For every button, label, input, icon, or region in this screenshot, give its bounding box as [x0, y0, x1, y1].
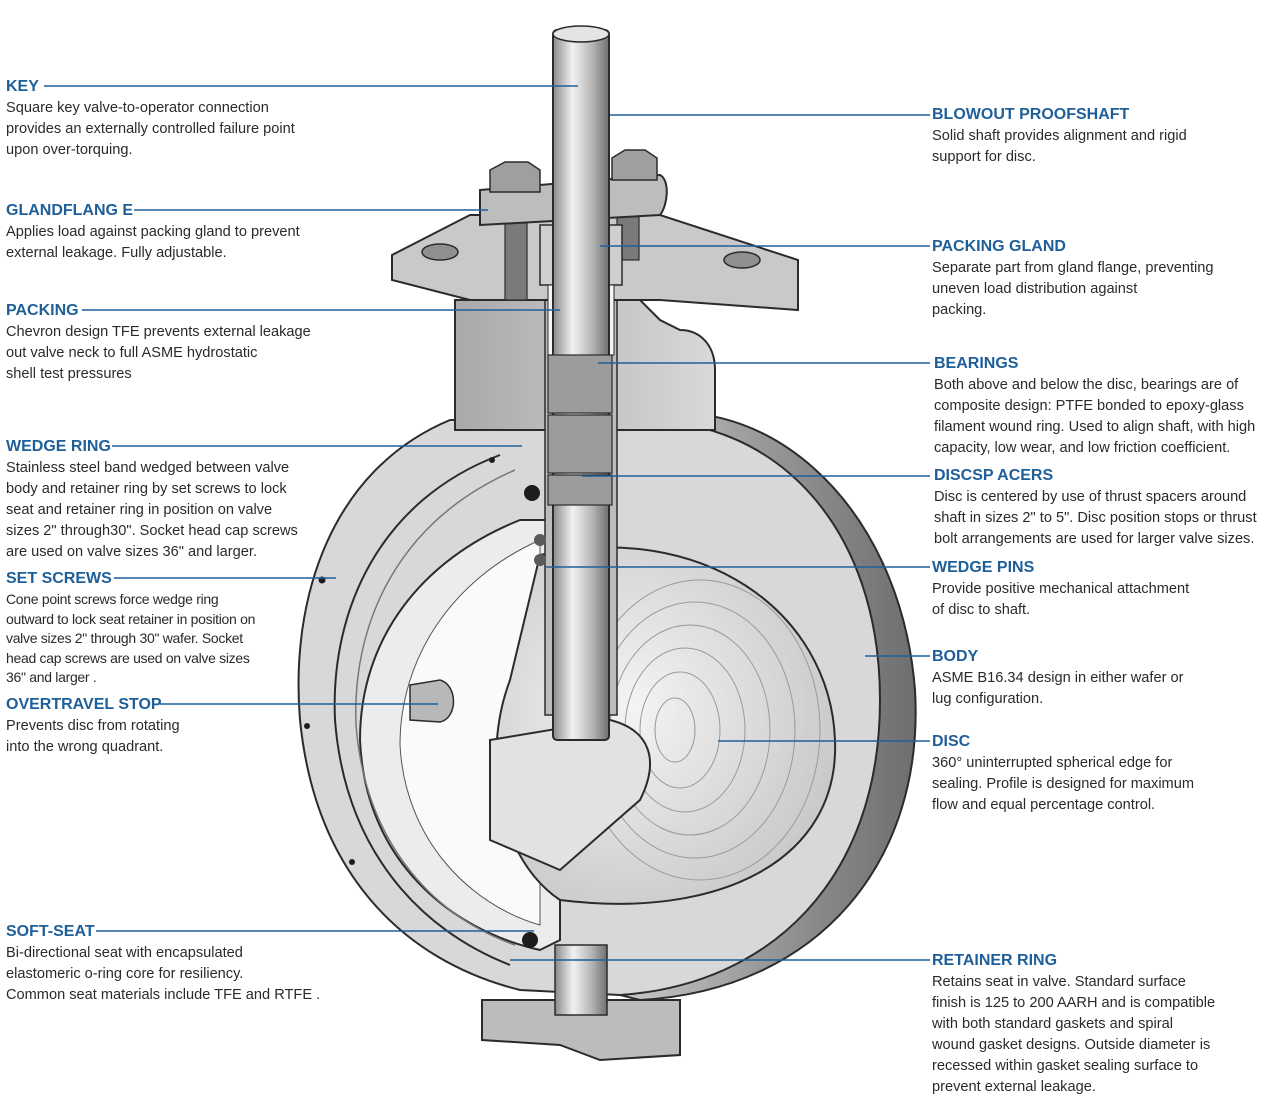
callout-title: WEDGE PINS: [932, 559, 1035, 576]
body-bolt-dot-2: [304, 723, 310, 729]
callout-title: PACKING GLAND: [932, 238, 1066, 255]
callout-title: RETAINER RING: [932, 952, 1058, 969]
retainer-edge: [333, 454, 511, 966]
callout-bearings: BEARINGS Both above and below the disc, …: [934, 355, 1255, 459]
wedge-pin-2: [534, 554, 546, 566]
callout-description: Stainless steel band wedged between valv…: [6, 460, 298, 560]
callout-title: OVERTRAVEL STOP: [6, 696, 162, 713]
callout-description: ASME B16.34 design in either wafer or lu…: [932, 670, 1184, 707]
callout-description: Provide positive mechanical attachment o…: [932, 581, 1190, 618]
callout-title: PACKING: [6, 302, 79, 319]
callout-title: BEARINGS: [934, 355, 1019, 372]
callout-description: Bi-directional seat with encapsulated el…: [6, 945, 321, 1003]
callout-packing-gland: PACKING GLAND Separate part from gland f…: [932, 238, 1214, 321]
callout-title: SOFT-SEAT: [6, 923, 95, 940]
lower-shaft: [554, 944, 608, 1016]
callout-description: Disc is centered by use of thrust spacer…: [934, 489, 1257, 547]
body-bolt-dot-3: [349, 859, 355, 865]
wedge-pin-1: [534, 534, 546, 546]
overtravel-stop-graphic: [409, 679, 455, 723]
callout-disc: DISC 360° uninterrupted spherical edge f…: [932, 733, 1194, 816]
callout-description: Applies load against packing gland to pr…: [6, 224, 300, 261]
callout-title: DISCSP ACERS: [934, 467, 1054, 484]
callout-title: KEY: [6, 78, 39, 95]
seat-edge: [355, 469, 516, 946]
callout-description: Square key valve-to-operator connection …: [6, 100, 295, 158]
callout-body: BODY ASME B16.34 design in either wafer …: [932, 648, 1183, 710]
callout-title: GLANDFLANG E: [6, 202, 134, 219]
callout-title: SET SCREWS: [6, 570, 112, 587]
disc-hub: [489, 718, 651, 872]
callout-description: Prevents disc from rotating into the wro…: [6, 718, 180, 755]
callout-description: Separate part from gland flange, prevent…: [932, 260, 1214, 318]
callout-wedge-pins: WEDGE PINS Provide positive mechanical a…: [932, 559, 1189, 621]
flange-hole-right: [723, 251, 761, 269]
callout-gland-flange: GLANDFLANG E Applies load against packin…: [6, 202, 300, 264]
nut-left: [489, 161, 541, 193]
callout-disc-spacers: DISCSP ACERS Disc is centered by use of …: [934, 467, 1257, 550]
callout-set-screws: SET SCREWS Cone point screws force wedge…: [6, 570, 255, 688]
nut-right: [611, 149, 658, 181]
leader-lines-left: [44, 85, 578, 932]
callout-packing: PACKING Chevron design TFE prevents exte…: [6, 302, 311, 385]
bearing-bands: [547, 354, 613, 506]
lower-hub: [481, 999, 681, 1062]
callout-title: WEDGE RING: [6, 438, 111, 455]
callout-blowout-proof-shaft: BLOWOUT PROOFSHAFT Solid shaft provides …: [932, 106, 1187, 168]
body-bolt-dot-1: [489, 457, 495, 463]
callout-retainer-ring: RETAINER RING Retains seat in valve. Sta…: [932, 952, 1215, 1098]
wedge-ring-detail: [524, 485, 540, 501]
flange-hole-left: [421, 243, 459, 261]
callout-title: BODY: [932, 648, 979, 665]
callout-description: Both above and below the disc, bearings …: [934, 377, 1256, 456]
callout-description: Chevron design TFE prevents external lea…: [6, 324, 311, 382]
callout-description: Retains seat in valve. Standard surface …: [932, 974, 1216, 1095]
callout-title: DISC: [932, 733, 971, 750]
callout-wedge-ring: WEDGE RING Stainless steel band wedged b…: [6, 438, 298, 563]
callout-soft-seat: SOFT-SEAT Bi-directional seat with encap…: [6, 923, 320, 1006]
callout-description: Cone point screws force wedge ring outwa…: [6, 591, 256, 686]
callout-overtravel-stop: OVERTRAVEL STOP Prevents disc from rotat…: [6, 696, 180, 758]
callout-title: BLOWOUT PROOFSHAFT: [932, 106, 1130, 123]
shaft-top: [552, 25, 610, 43]
callout-description: 360° uninterrupted spherical edge for se…: [932, 755, 1194, 813]
callout-description: Solid shaft provides alignment and rigid…: [932, 128, 1187, 165]
leader-lines-right: [510, 114, 930, 961]
callout-key: KEY Square key valve-to-operator connect…: [6, 78, 295, 161]
soft-seat-oring: [522, 932, 538, 948]
